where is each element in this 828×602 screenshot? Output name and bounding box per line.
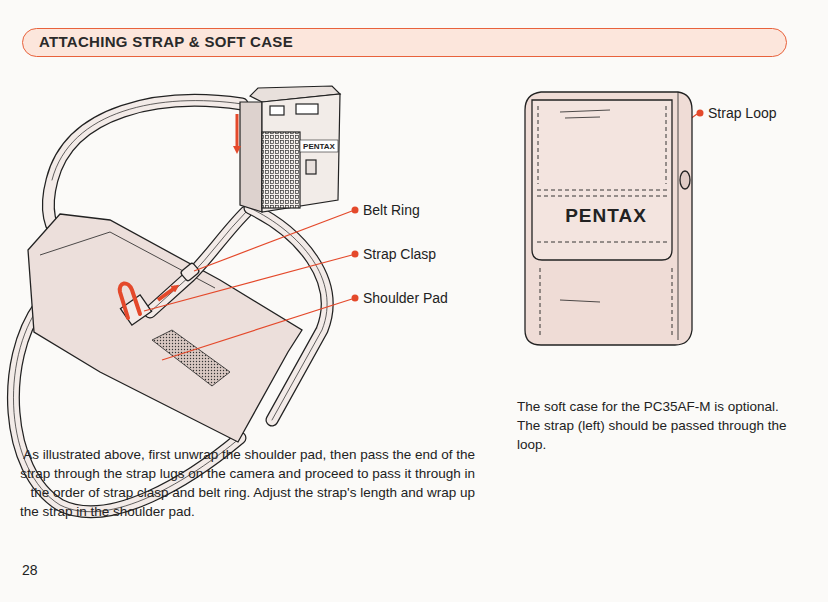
camera xyxy=(240,86,340,212)
part-label: Strap Loop xyxy=(708,104,777,122)
brand-mark: PENTAX xyxy=(544,203,668,228)
note-text: The soft case for the PC35AF-M is option… xyxy=(517,397,792,454)
brand-mark: PENTAX xyxy=(302,142,336,152)
belt-ring xyxy=(180,262,200,281)
page-title: ATTACHING STRAP & SOFT CASE xyxy=(23,29,786,55)
part-label: Strap Clasp xyxy=(363,245,436,263)
direction-arrow xyxy=(158,287,176,300)
instruction-text: As illustrated above, first unwrap the s… xyxy=(20,445,475,521)
page-number: 28 xyxy=(22,561,38,579)
part-label: Shoulder Pad xyxy=(363,289,448,307)
title-band: ATTACHING STRAP & SOFT CASE xyxy=(22,28,787,57)
soft-case xyxy=(525,92,692,345)
direction-arrow xyxy=(236,114,239,150)
part-label: Belt Ring xyxy=(363,201,420,219)
orange-loop xyxy=(120,283,140,318)
pad-strip xyxy=(152,330,230,386)
stitching xyxy=(537,106,672,335)
